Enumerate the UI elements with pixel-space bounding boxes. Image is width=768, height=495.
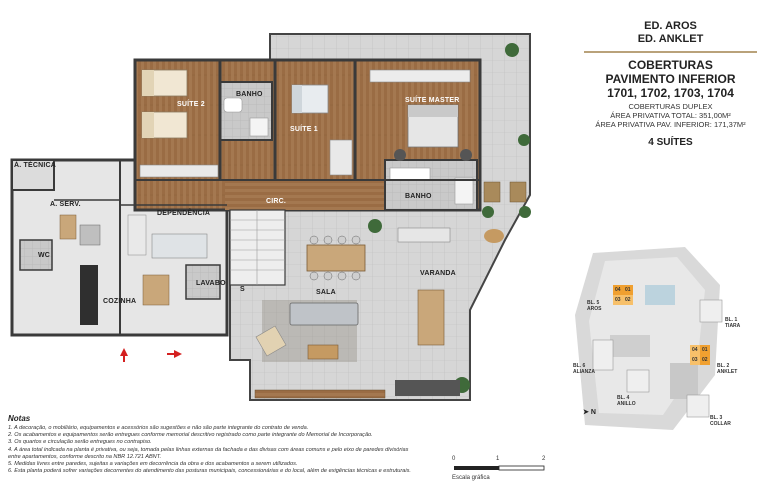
note-item: entre apartamentos, conforme descrito na… (8, 453, 162, 460)
divider (584, 51, 757, 53)
unit-label: 03 (692, 357, 698, 363)
room-label-suite1: SUÍTE 1 (290, 126, 318, 133)
room-label-suite2: SUÍTE 2 (177, 101, 205, 108)
scale-tick-0: 0 (452, 456, 456, 462)
unit-label: 01 (702, 347, 708, 353)
scale-bar-graphic (454, 465, 545, 471)
stairs-label: S (240, 286, 245, 293)
north-label: N (590, 409, 596, 416)
unit-label: 03 (615, 297, 621, 303)
room-label-banho2: BANHO (405, 193, 432, 200)
scale-tick-1: 1 (496, 456, 500, 462)
unit-label: 02 (702, 357, 708, 363)
room-label-cozinha: COZINHA (103, 298, 137, 305)
room-label-serv: A. SERV. (50, 201, 81, 208)
floor-plan (10, 33, 531, 401)
block-label-alianza: BL. 6 ALIANZA (573, 363, 595, 375)
subtitle-duplex: COBERTURAS DUPLEX (628, 102, 713, 111)
note-item: 4. A área total indicada na planta é pri… (8, 446, 409, 453)
suites-count: 4 SUÍTES (648, 137, 693, 148)
room-label-banho1: BANHO (236, 91, 263, 98)
notes-section: Notas 1. A decoração, o mobiliário, equi… (8, 414, 448, 475)
block-label-aros: BL. 5 AROS (587, 300, 602, 312)
subtitle-area-total: ÁREA PRIVATIVA TOTAL: 351,00M² (610, 111, 731, 120)
unit-label: 01 (625, 287, 631, 293)
room-label-wc: WC (38, 252, 51, 259)
building-name-aros: ED. AROS (644, 20, 697, 32)
block-label-collar: BL. 3 COLLAR (710, 415, 731, 427)
building-name-anklet: ED. ANKLET (637, 33, 704, 45)
note-item: 5. Medidas livres entre paredes, sujeita… (8, 461, 298, 468)
room-label-varanda: VARANDA (420, 270, 456, 277)
subtitle-area-lower: ÁREA PRIVATIVA PAV. INFERIOR: 171,37M² (595, 120, 746, 129)
room-label-circ: CIRC. (266, 198, 287, 205)
north-arrow-icon: ➤ (583, 409, 589, 416)
note-item: 6. Esta planta poderá sofrer variações d… (8, 468, 411, 475)
key-map-graphic (575, 247, 723, 430)
room-label-suite-master: SUÍTE MASTER (405, 97, 460, 104)
page-title-line-3: 1701, 1702, 1703, 1704 (607, 86, 734, 100)
unit-label: 02 (625, 297, 631, 303)
room-label-tecnica: Á. TÉCNICA (14, 162, 57, 169)
north-arrow: ➤ N (583, 408, 596, 416)
scale-tick-2: 2 (542, 456, 546, 462)
room-label-dependencia: DEPENDÊNCIA (157, 210, 211, 217)
block-label-anillo: BL. 4 ANILLO (617, 395, 636, 407)
page-title-line-2: PAVIMENTO INFERIOR (605, 72, 736, 86)
title-block: ED. AROS ED. ANKLET COBERTURAS PAVIMENTO… (578, 20, 763, 148)
room-label-sala: SALA (316, 289, 336, 296)
block-label-tiara: BL. 1 TIARA (725, 317, 741, 329)
notes-title: Notas (8, 414, 31, 423)
scale-bar: 0 1 2 Escala gráfica (450, 456, 550, 486)
key-map: 04 01 03 02 04 01 03 02 BL. 5 AROS BL. 1… (565, 245, 765, 435)
note-item: 2. Os acabamentos e equipamentos serão e… (8, 432, 373, 439)
unit-label: 04 (692, 347, 698, 353)
scale-label: Escala gráfica (452, 475, 490, 481)
unit-label: 04 (615, 287, 621, 293)
block-label-anklet: BL. 2 ANKLET (717, 363, 738, 375)
room-label-lavabo: LAVABO (196, 280, 226, 287)
page-title-line-1: COBERTURAS (628, 58, 713, 72)
note-item: 1. A decoração, o mobiliário, equipament… (8, 425, 309, 431)
note-item: 3. Os quartos e circulação serão entregu… (8, 439, 152, 446)
